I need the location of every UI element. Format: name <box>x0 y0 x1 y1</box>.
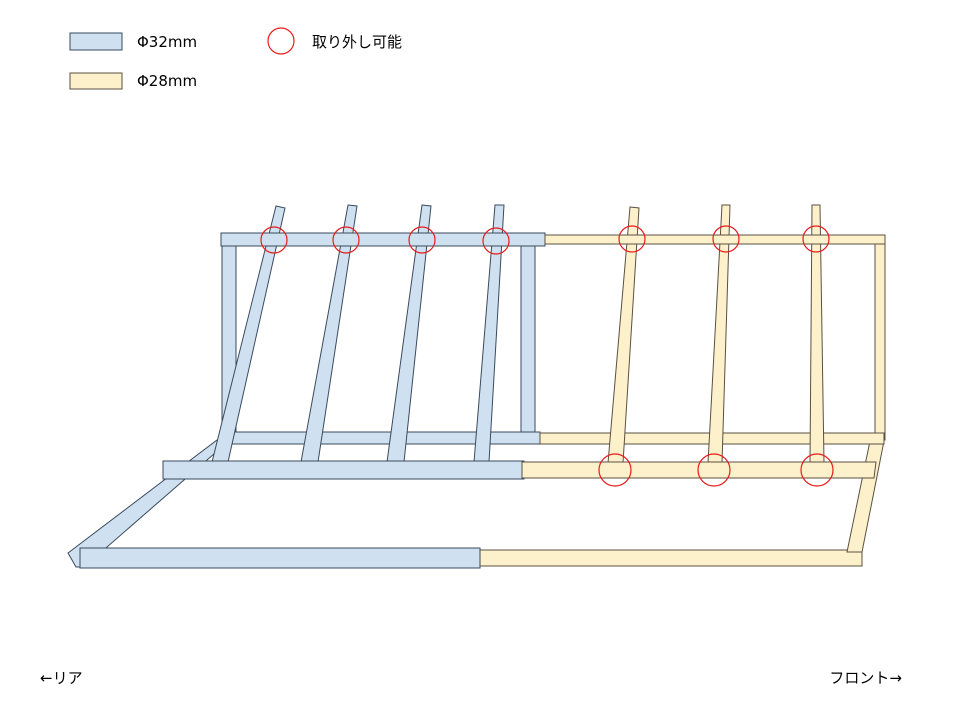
top-rail-rear-phi32 <box>220 232 546 247</box>
removable-joint-marker <box>697 453 731 487</box>
front-diagonal-foot-phi28 <box>846 440 885 553</box>
removable-joint-marker <box>408 226 436 254</box>
legend-label-phi28: Φ28mm <box>137 72 197 90</box>
rack-bar-beige-1 <box>607 206 640 464</box>
front-direction-label: フロント→ <box>829 669 902 687</box>
rear-direction-label: ←リア <box>40 669 83 687</box>
lower-rail-rear-phi32 <box>221 431 541 445</box>
removable-joints <box>260 225 834 487</box>
legend-label-removable: 取り外し可能 <box>312 33 402 51</box>
rack-bars-phi28 <box>607 204 825 464</box>
near-rail-rear-phi32 <box>162 460 525 480</box>
legend: Φ32mm Φ28mm 取り外し可能 <box>69 27 402 90</box>
rear-post-right-phi32 <box>520 243 536 435</box>
top-rail-front-phi28 <box>544 234 886 245</box>
removable-joint-marker <box>802 225 830 253</box>
bottom-rear-rail-phi32 <box>79 547 481 569</box>
removable-joint-marker <box>618 225 646 253</box>
legend-label-phi32: Φ32mm <box>137 33 197 51</box>
rack-bars-phi32 <box>211 204 505 463</box>
front-post-right-phi28 <box>874 242 886 441</box>
bottom-front-rail-phi28 <box>469 549 863 567</box>
removable-joint-marker <box>800 453 834 487</box>
near-rail-front-phi28 <box>521 461 877 479</box>
removable-joint-marker <box>712 225 740 253</box>
removable-joint-marker <box>260 226 288 254</box>
legend-swatch-phi32 <box>69 32 123 51</box>
removable-joint-marker <box>482 227 510 255</box>
legend-removable-circle-icon <box>267 27 295 55</box>
removable-joint-marker <box>332 226 360 254</box>
legend-swatch-phi28 <box>69 72 123 90</box>
removable-joint-marker <box>598 453 632 487</box>
